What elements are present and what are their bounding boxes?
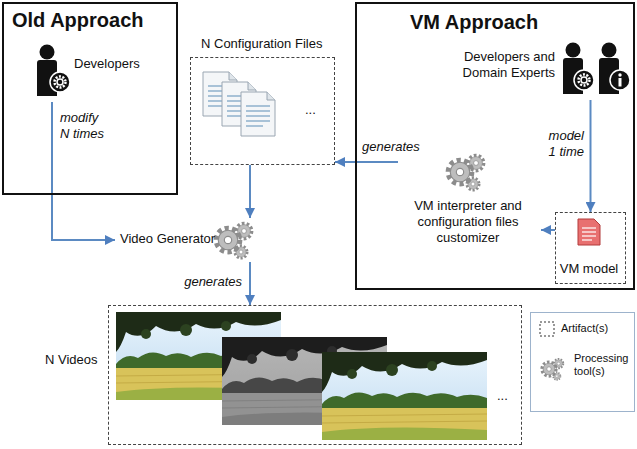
process-tool: Video Generator	[115, 218, 270, 262]
video-frame	[322, 352, 487, 440]
node-text: VM model	[556, 261, 622, 277]
domain-expert-icon	[599, 43, 630, 95]
connector	[335, 161, 398, 163]
node-text: ...	[497, 388, 508, 404]
connector	[249, 165, 251, 218]
gear-icon	[217, 224, 252, 259]
artifact-box: N Videos...	[108, 305, 522, 445]
connector	[52, 102, 115, 240]
connector	[590, 100, 592, 212]
panel-title: VM Approach	[410, 10, 538, 34]
artifact-box: VM model	[555, 212, 626, 284]
node-text: Developers	[74, 56, 140, 72]
edge-label: model 1 time	[540, 128, 584, 160]
edge-label: generates	[362, 139, 420, 155]
node-text: Developers and Domain Experts	[451, 49, 555, 81]
legend-box: Artifact(s) Processing tool(s)	[530, 312, 635, 412]
gear-icon	[449, 156, 484, 191]
developer-icon	[563, 43, 594, 95]
legend-text: Artifact(s)	[561, 322, 608, 335]
artifact-sample	[540, 322, 554, 336]
node-text: N Configuration Files	[201, 36, 322, 52]
node-text: VM interpreter and configuration files c…	[398, 198, 538, 246]
connector	[541, 229, 555, 231]
artifact-box: N Configuration Files...	[190, 57, 335, 165]
document-icons	[203, 72, 275, 136]
node-text: Video Generator	[120, 231, 215, 247]
legend-text: Processing tool(s)	[574, 352, 632, 378]
actor: Developers	[32, 40, 147, 102]
panel-title: Old Approach	[12, 8, 143, 32]
node-text: ...	[305, 102, 316, 118]
actor: Developers and Domain Experts	[451, 40, 625, 100]
tool-sample	[542, 359, 563, 380]
approach-panel: Old ApproachDevelopers	[2, 2, 178, 195]
developer-icon	[37, 45, 70, 97]
edge-label: generates	[174, 274, 242, 290]
connector	[249, 262, 251, 305]
edge-label: modify N times	[60, 110, 108, 142]
process-tool: VM interpreter and configuration files c…	[398, 140, 541, 250]
node-text: N Videos	[45, 352, 98, 368]
model-icon	[578, 219, 600, 245]
